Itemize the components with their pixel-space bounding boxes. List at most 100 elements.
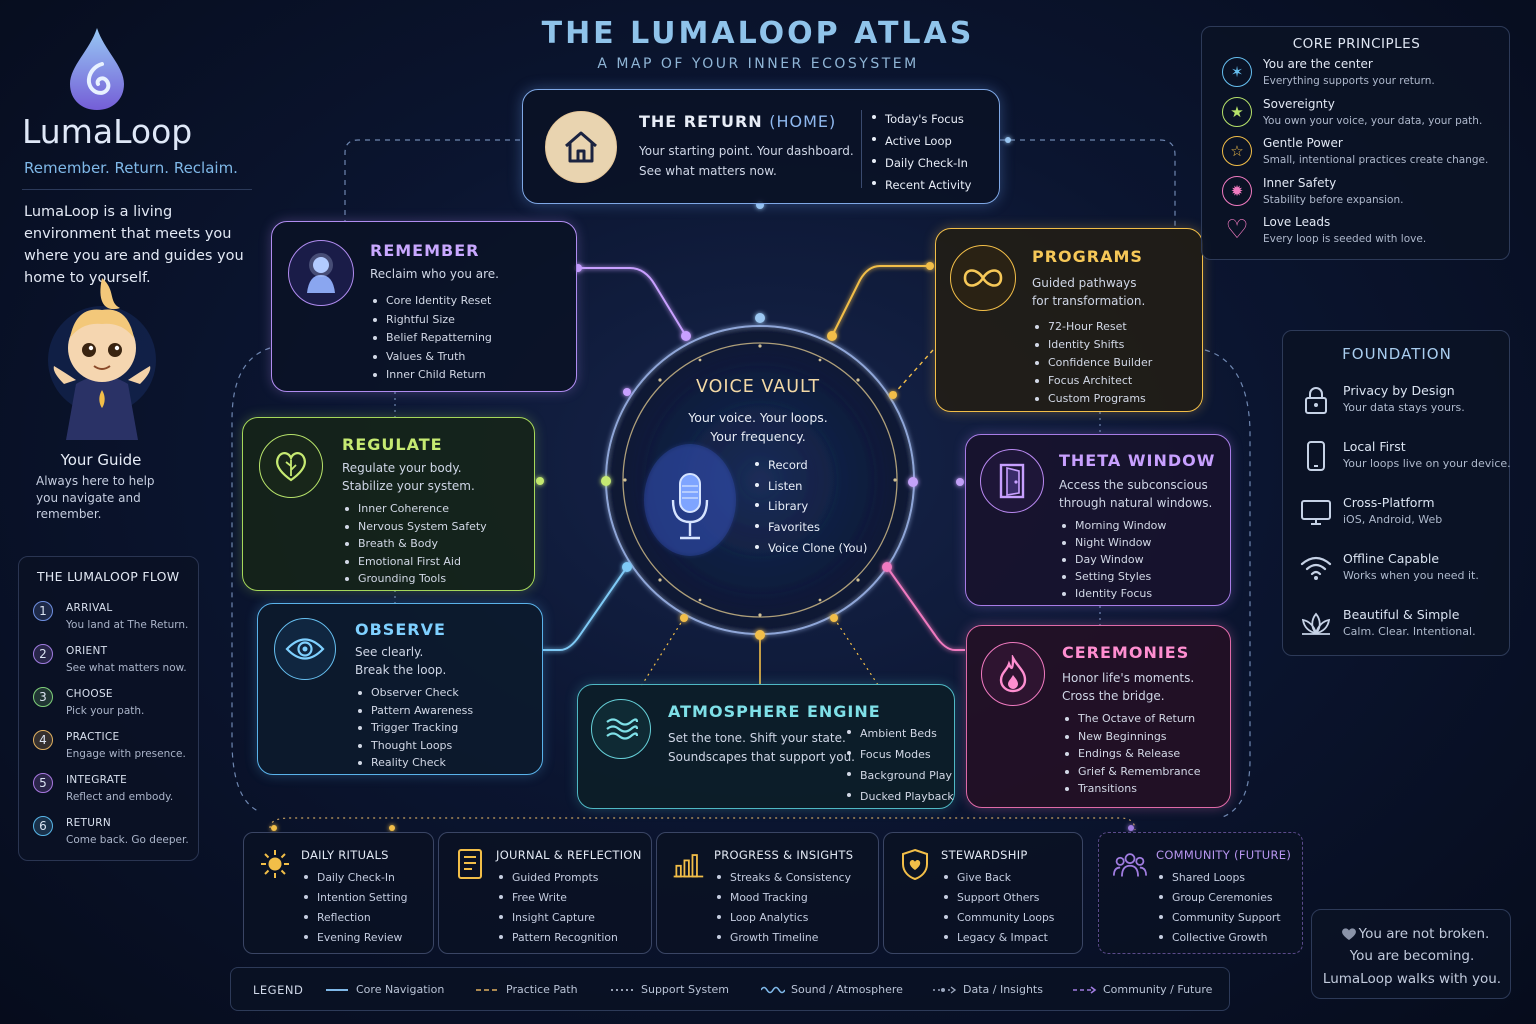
progress-item[interactable]: Growth Timeline bbox=[714, 928, 851, 948]
home-card[interactable]: THE RETURN (HOME) Your starting point. Y… bbox=[522, 89, 1000, 204]
regulate-item[interactable]: Breath & Body bbox=[342, 535, 487, 553]
ceremonies-desc-2: Cross the bridge. bbox=[1062, 689, 1165, 703]
vault-item[interactable]: Voice Clone (You) bbox=[752, 538, 867, 559]
observe-item[interactable]: Reality Check bbox=[355, 754, 473, 772]
programs-item[interactable]: Custom Programs bbox=[1032, 390, 1152, 408]
home-item[interactable]: Today's Focus bbox=[869, 108, 971, 130]
theta-window-card[interactable]: THETA WINDOW Access the subconscious thr… bbox=[965, 434, 1231, 606]
waves-icon bbox=[591, 699, 651, 759]
observe-item[interactable]: Trigger Tracking bbox=[355, 719, 473, 737]
vault-item[interactable]: Favorites bbox=[752, 517, 867, 538]
programs-item[interactable]: Focus Architect bbox=[1032, 372, 1152, 390]
foundation-name: Privacy by Design bbox=[1343, 383, 1455, 398]
shield-heart-icon bbox=[898, 847, 932, 881]
home-item[interactable]: Active Loop bbox=[869, 130, 971, 152]
daily-rituals-card[interactable]: DAILY RITUALS Daily Check-In Intention S… bbox=[243, 832, 434, 954]
journal-item[interactable]: Free Write bbox=[496, 888, 618, 908]
journal-reflection-card[interactable]: JOURNAL & REFLECTION Guided Prompts Free… bbox=[438, 832, 652, 954]
voice-vault-title[interactable]: VOICE VAULT bbox=[695, 377, 821, 397]
stewardship-item[interactable]: Community Loops bbox=[941, 908, 1054, 928]
foundation-name: Offline Capable bbox=[1343, 551, 1440, 566]
programs-item[interactable]: Confidence Builder bbox=[1032, 354, 1152, 372]
atmosphere-item[interactable]: Ambient Beds bbox=[844, 723, 954, 744]
principles-title: CORE PRINCIPLES bbox=[1292, 36, 1421, 52]
ceremonies-item[interactable]: Transitions bbox=[1062, 780, 1200, 798]
atmosphere-engine-card[interactable]: ATMOSPHERE ENGINE Set the tone. Shift yo… bbox=[577, 684, 955, 809]
daily-rituals-item[interactable]: Evening Review bbox=[301, 928, 408, 948]
remember-item[interactable]: Core Identity Reset bbox=[370, 292, 492, 311]
atmosphere-desc-2: Soundscapes that support you. bbox=[668, 750, 855, 764]
dashed-path-home-right bbox=[1000, 139, 1176, 228]
ceremonies-card[interactable]: CEREMONIES Honor life's moments. Cross t… bbox=[966, 625, 1231, 808]
legend-label: Practice Path bbox=[506, 983, 578, 996]
ceremonies-item[interactable]: Endings & Release bbox=[1062, 745, 1200, 763]
heart-icon bbox=[1342, 928, 1356, 940]
observe-card[interactable]: OBSERVE See clearly. Break the loop. Obs… bbox=[257, 603, 543, 775]
remember-item[interactable]: Rightful Size bbox=[370, 311, 492, 330]
daily-rituals-item[interactable]: Daily Check-In bbox=[301, 868, 408, 888]
line-remember-vault bbox=[578, 267, 687, 337]
programs-item[interactable]: 72-Hour Reset bbox=[1032, 318, 1152, 336]
journal-item[interactable]: Pattern Recognition bbox=[496, 928, 618, 948]
regulate-list: Inner Coherence Nervous System Safety Br… bbox=[342, 500, 487, 588]
star-person-icon: ✶ bbox=[1222, 57, 1252, 87]
remember-item[interactable]: Inner Child Return bbox=[370, 366, 492, 385]
regulate-item[interactable]: Nervous System Safety bbox=[342, 518, 487, 536]
community-item[interactable]: Community Support bbox=[1156, 908, 1281, 928]
vault-item[interactable]: Listen bbox=[752, 476, 867, 497]
journal-item[interactable]: Insight Capture bbox=[496, 908, 618, 928]
atmosphere-item[interactable]: Focus Modes bbox=[844, 744, 954, 765]
atmosphere-item[interactable]: Ducked Playback bbox=[844, 786, 954, 807]
observe-item[interactable]: Pattern Awareness bbox=[355, 702, 473, 720]
community-item[interactable]: Group Ceremonies bbox=[1156, 888, 1281, 908]
theta-item[interactable]: Identity Focus bbox=[1059, 585, 1166, 602]
vault-item[interactable]: Library bbox=[752, 496, 867, 517]
stewardship-item[interactable]: Give Back bbox=[941, 868, 1054, 888]
stewardship-card[interactable]: STEWARDSHIP Give Back Support Others Com… bbox=[883, 832, 1083, 954]
theta-title: THETA WINDOW bbox=[1059, 451, 1216, 470]
programs-card[interactable]: PROGRAMS Guided pathways for transformat… bbox=[935, 228, 1203, 412]
community-future-card[interactable]: COMMUNITY (FUTURE) Shared Loops Group Ce… bbox=[1098, 832, 1303, 954]
principle-name: Sovereignty bbox=[1263, 96, 1335, 111]
stewardship-item[interactable]: Support Others bbox=[941, 888, 1054, 908]
ceremonies-item[interactable]: The Octave of Return bbox=[1062, 710, 1200, 728]
vault-list: Record Listen Library Favorites Voice Cl… bbox=[752, 455, 867, 559]
remember-item[interactable]: Belief Repatterning bbox=[370, 329, 492, 348]
community-item[interactable]: Shared Loops bbox=[1156, 868, 1281, 888]
observe-item[interactable]: Observer Check bbox=[355, 684, 473, 702]
vault-desc-1: Your voice. Your loops. bbox=[688, 410, 828, 425]
microphone-icon[interactable] bbox=[668, 470, 712, 544]
programs-item[interactable]: Identity Shifts bbox=[1032, 336, 1152, 354]
stewardship-item[interactable]: Legacy & Impact bbox=[941, 928, 1054, 948]
daily-rituals-item[interactable]: Reflection bbox=[301, 908, 408, 928]
progress-insights-card[interactable]: PROGRESS & INSIGHTS Streaks & Consistenc… bbox=[656, 832, 879, 954]
theta-item[interactable]: Day Window bbox=[1059, 551, 1166, 568]
progress-item[interactable]: Streaks & Consistency bbox=[714, 868, 851, 888]
theta-item[interactable]: Setting Styles bbox=[1059, 568, 1166, 585]
home-item[interactable]: Recent Activity bbox=[869, 174, 971, 196]
foundation-desc: Works when you need it. bbox=[1343, 569, 1479, 582]
remember-item[interactable]: Values & Truth bbox=[370, 348, 492, 367]
regulate-item[interactable]: Grounding Tools bbox=[342, 570, 487, 588]
ceremonies-item[interactable]: Grief & Remembrance bbox=[1062, 763, 1200, 781]
progress-item[interactable]: Mood Tracking bbox=[714, 888, 851, 908]
daily-rituals-item[interactable]: Intention Setting bbox=[301, 888, 408, 908]
journal-item[interactable]: Guided Prompts bbox=[496, 868, 618, 888]
home-item[interactable]: Daily Check-In bbox=[869, 152, 971, 174]
vault-item[interactable]: Record bbox=[752, 455, 867, 476]
regulate-card[interactable]: REGULATE Regulate your body. Stabilize y… bbox=[242, 417, 535, 591]
theta-item[interactable]: Morning Window bbox=[1059, 517, 1166, 534]
flame-icon bbox=[981, 642, 1045, 706]
ceremonies-item[interactable]: New Beginnings bbox=[1062, 728, 1200, 746]
regulate-item[interactable]: Inner Coherence bbox=[342, 500, 487, 518]
regulate-item[interactable]: Emotional First Aid bbox=[342, 553, 487, 571]
atmosphere-item[interactable]: Background Play bbox=[844, 765, 954, 786]
observe-item[interactable]: Thought Loops bbox=[355, 737, 473, 755]
principle-name: You are the center bbox=[1263, 57, 1373, 71]
progress-item[interactable]: Loop Analytics bbox=[714, 908, 851, 928]
remember-card[interactable]: REMEMBER Reclaim who you are. Core Ident… bbox=[271, 221, 577, 392]
theta-item[interactable]: Night Window bbox=[1059, 534, 1166, 551]
community-item[interactable]: Collective Growth bbox=[1156, 928, 1281, 948]
note-line-1: You are not broken. bbox=[1358, 926, 1490, 942]
